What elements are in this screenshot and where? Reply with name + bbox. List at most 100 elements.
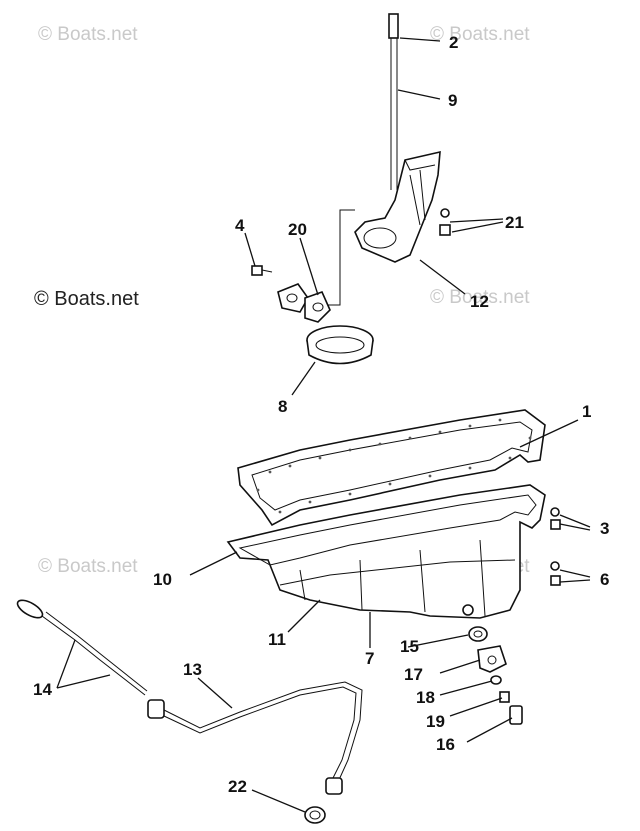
gasket-texture xyxy=(256,418,532,514)
gasket-inner xyxy=(251,421,533,511)
callout-16: 16 xyxy=(436,735,455,754)
dipstick-tube-13 xyxy=(147,681,363,795)
pickup-port xyxy=(363,227,397,249)
callout-3: 3 xyxy=(600,519,609,538)
callout-7: 7 xyxy=(365,649,374,668)
gasket-20 xyxy=(277,283,331,323)
leader-18 xyxy=(439,680,493,696)
callout-13: 13 xyxy=(183,660,202,679)
callout-20: 20 xyxy=(288,220,307,239)
pickup-tube xyxy=(388,13,399,190)
leader-12 xyxy=(419,259,466,295)
pan-body xyxy=(226,484,546,619)
leader-19 xyxy=(449,697,503,717)
plug-16 xyxy=(509,705,523,725)
leader-1 xyxy=(519,419,579,448)
leader-3b xyxy=(559,523,591,531)
callout-8: 8 xyxy=(278,397,287,416)
leader-lines xyxy=(56,37,591,813)
pickup-ribs xyxy=(409,169,426,226)
leader-4 xyxy=(244,232,256,267)
washer-18 xyxy=(490,675,502,685)
callout-22: 22 xyxy=(228,777,247,796)
watermark-main: © Boats.net xyxy=(34,288,139,310)
tube-line-a xyxy=(163,681,363,783)
leader-13 xyxy=(197,677,233,709)
screen-rim xyxy=(315,336,365,354)
callout-21: 21 xyxy=(505,213,524,232)
bolts-3 xyxy=(550,507,561,530)
leader-20 xyxy=(299,237,319,296)
tube-plug xyxy=(147,699,165,719)
gasket-20-hole xyxy=(312,302,324,312)
watermark-mid-left: © Boats.net xyxy=(38,556,138,577)
callout-12: 12 xyxy=(470,292,489,311)
pan-flange-inner xyxy=(238,494,537,566)
leader-21a xyxy=(449,218,504,223)
bolts-6 xyxy=(550,561,561,586)
adapter-17 xyxy=(477,645,507,673)
washer-6 xyxy=(550,561,560,571)
gasket-15 xyxy=(468,626,488,642)
tube-fitting xyxy=(325,777,343,795)
callout-19: 19 xyxy=(426,712,445,731)
leader-15 xyxy=(407,634,469,648)
gasket-outer xyxy=(237,409,546,527)
oring-22-inner xyxy=(309,810,321,820)
callout-11: 11 xyxy=(268,630,286,649)
leader-9 xyxy=(397,89,441,100)
callout-17: 17 xyxy=(404,665,423,684)
screen-side xyxy=(306,339,374,365)
bolt-3 xyxy=(550,519,561,530)
bolt-4-shank xyxy=(261,269,273,273)
screen-8 xyxy=(306,325,374,365)
dipstick-14 xyxy=(16,599,148,696)
bolt-6 xyxy=(550,575,561,586)
leader-16 xyxy=(466,717,513,743)
pan-ribs xyxy=(299,539,486,617)
pan-seam xyxy=(279,559,516,586)
washer-3 xyxy=(550,507,560,517)
bolt-4 xyxy=(251,265,273,276)
callout-15: 15 xyxy=(400,637,419,656)
oring-22 xyxy=(304,806,326,824)
gasket-20-plate xyxy=(304,290,331,323)
callout-2: 2 xyxy=(449,33,458,52)
leader-14a xyxy=(56,639,76,689)
pickup-body xyxy=(354,150,441,263)
dipstick-shaft-edge xyxy=(45,611,148,692)
watermark-group: © Boats.net © Boats.net © Boats.net © Bo… xyxy=(34,24,530,577)
adapter-17-hole xyxy=(487,655,497,665)
leader-2 xyxy=(399,37,441,42)
leader-6a xyxy=(559,569,591,578)
drain-hole xyxy=(462,604,474,616)
leader-11 xyxy=(287,599,321,633)
washer-21 xyxy=(440,208,450,218)
callout-10: 10 xyxy=(153,570,172,589)
screws-21 xyxy=(439,208,451,236)
watermark-top-left: © Boats.net xyxy=(38,24,138,45)
dipstick-handle xyxy=(16,599,44,619)
plug-19 xyxy=(499,691,510,703)
callout-9: 9 xyxy=(448,91,457,110)
callout-14: 14 xyxy=(33,680,52,699)
leader-21b xyxy=(451,221,504,233)
gasket-hole xyxy=(286,293,298,303)
pickup-housing xyxy=(354,150,441,263)
callout-6: 6 xyxy=(600,570,609,589)
pickup-detail xyxy=(404,159,436,171)
bolt-4-head xyxy=(251,265,263,276)
watermark-mid-right: © Boats.net xyxy=(430,287,530,308)
leader-17 xyxy=(439,659,481,674)
gasket-1 xyxy=(237,409,546,527)
callout-labels: 2 9 21 4 20 12 8 1 3 6 10 11 7 15 17 18 … xyxy=(33,33,609,796)
gasket-flange xyxy=(277,283,309,313)
leader-6b xyxy=(559,579,591,583)
dipstick-shaft xyxy=(41,615,146,696)
leader-14b xyxy=(56,674,111,689)
watermark-top-right: © Boats.net xyxy=(430,24,530,45)
screw-21 xyxy=(439,224,451,236)
tube-cap xyxy=(388,13,399,39)
